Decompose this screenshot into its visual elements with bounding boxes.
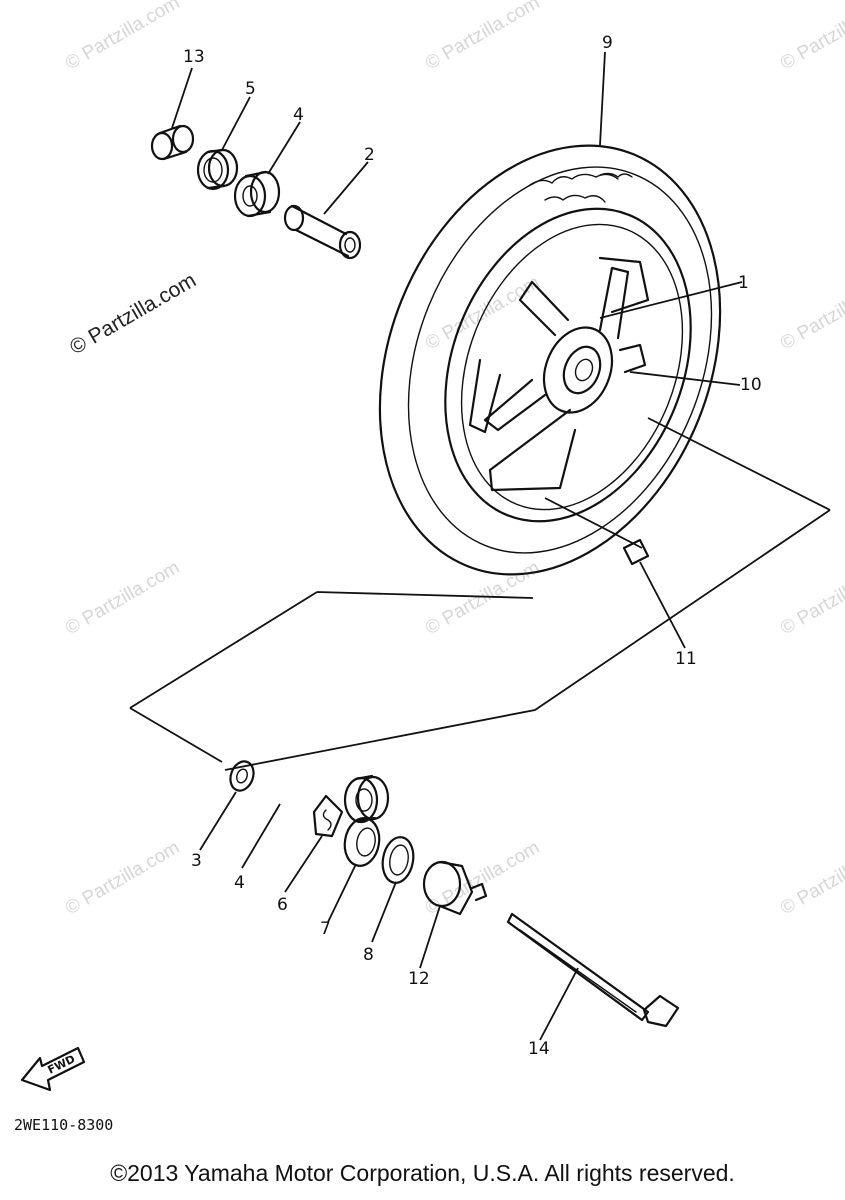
watermark-dark: © Partzilla.com <box>66 269 200 360</box>
callout-7: 7 <box>320 919 331 939</box>
watermark: © Partzilla.com <box>62 557 183 639</box>
watermark: © Partzilla.com <box>777 272 845 354</box>
watermark: © Partzilla.com <box>777 0 845 74</box>
callout-6: 6 <box>277 895 288 915</box>
callout-9: 9 <box>602 33 613 53</box>
callout-3: 3 <box>191 851 202 871</box>
part-14-axle <box>506 912 680 1028</box>
parts-diagram: © Partzilla.com © Partzilla.com © Partzi… <box>14 0 845 1134</box>
watermark: © Partzilla.com <box>62 0 183 74</box>
callout-13: 13 <box>183 47 205 67</box>
part-4-bearing-upper <box>233 170 281 218</box>
callout-labels: 1 2 3 4 4 5 6 7 8 9 10 11 12 13 14 <box>183 33 762 1059</box>
callout-1: 1 <box>738 273 749 293</box>
part-13-collar <box>150 124 195 161</box>
callout-4-lower: 4 <box>234 873 245 893</box>
part-5-oil-seal <box>196 148 239 191</box>
callout-11: 11 <box>675 649 697 669</box>
part-12-gear-unit <box>422 860 488 916</box>
part-9-wheel <box>378 144 722 576</box>
callout-5: 5 <box>245 79 256 99</box>
callout-4-upper: 4 <box>293 105 304 125</box>
part-4-bearing-lower <box>343 774 390 824</box>
watermark: © Partzilla.com <box>777 837 845 919</box>
part-2-spacer <box>283 204 362 260</box>
part-11-valve <box>622 538 650 566</box>
leader-lines <box>171 51 831 1041</box>
watermark: © Partzilla.com <box>777 557 845 639</box>
part-3-collar <box>229 760 255 792</box>
part-8-oil-seal <box>381 836 415 884</box>
callout-8: 8 <box>363 945 374 965</box>
drawing-code: 2WE110-8300 <box>14 1116 113 1134</box>
callout-10: 10 <box>740 375 762 395</box>
fwd-arrow-icon: FWD <box>20 1046 86 1092</box>
callout-14: 14 <box>528 1039 550 1059</box>
callout-12: 12 <box>408 969 430 989</box>
watermark: © Partzilla.com <box>62 837 183 919</box>
part-7-gear <box>343 817 381 867</box>
watermark: © Partzilla.com <box>422 0 543 74</box>
part-6-clip <box>312 794 344 838</box>
watermark-layer: © Partzilla.com © Partzilla.com © Partzi… <box>62 0 845 919</box>
assembly-bracket <box>129 509 831 771</box>
copyright-notice: ©2013 Yamaha Motor Corporation, U.S.A. A… <box>110 1160 735 1186</box>
callout-2: 2 <box>364 145 375 165</box>
